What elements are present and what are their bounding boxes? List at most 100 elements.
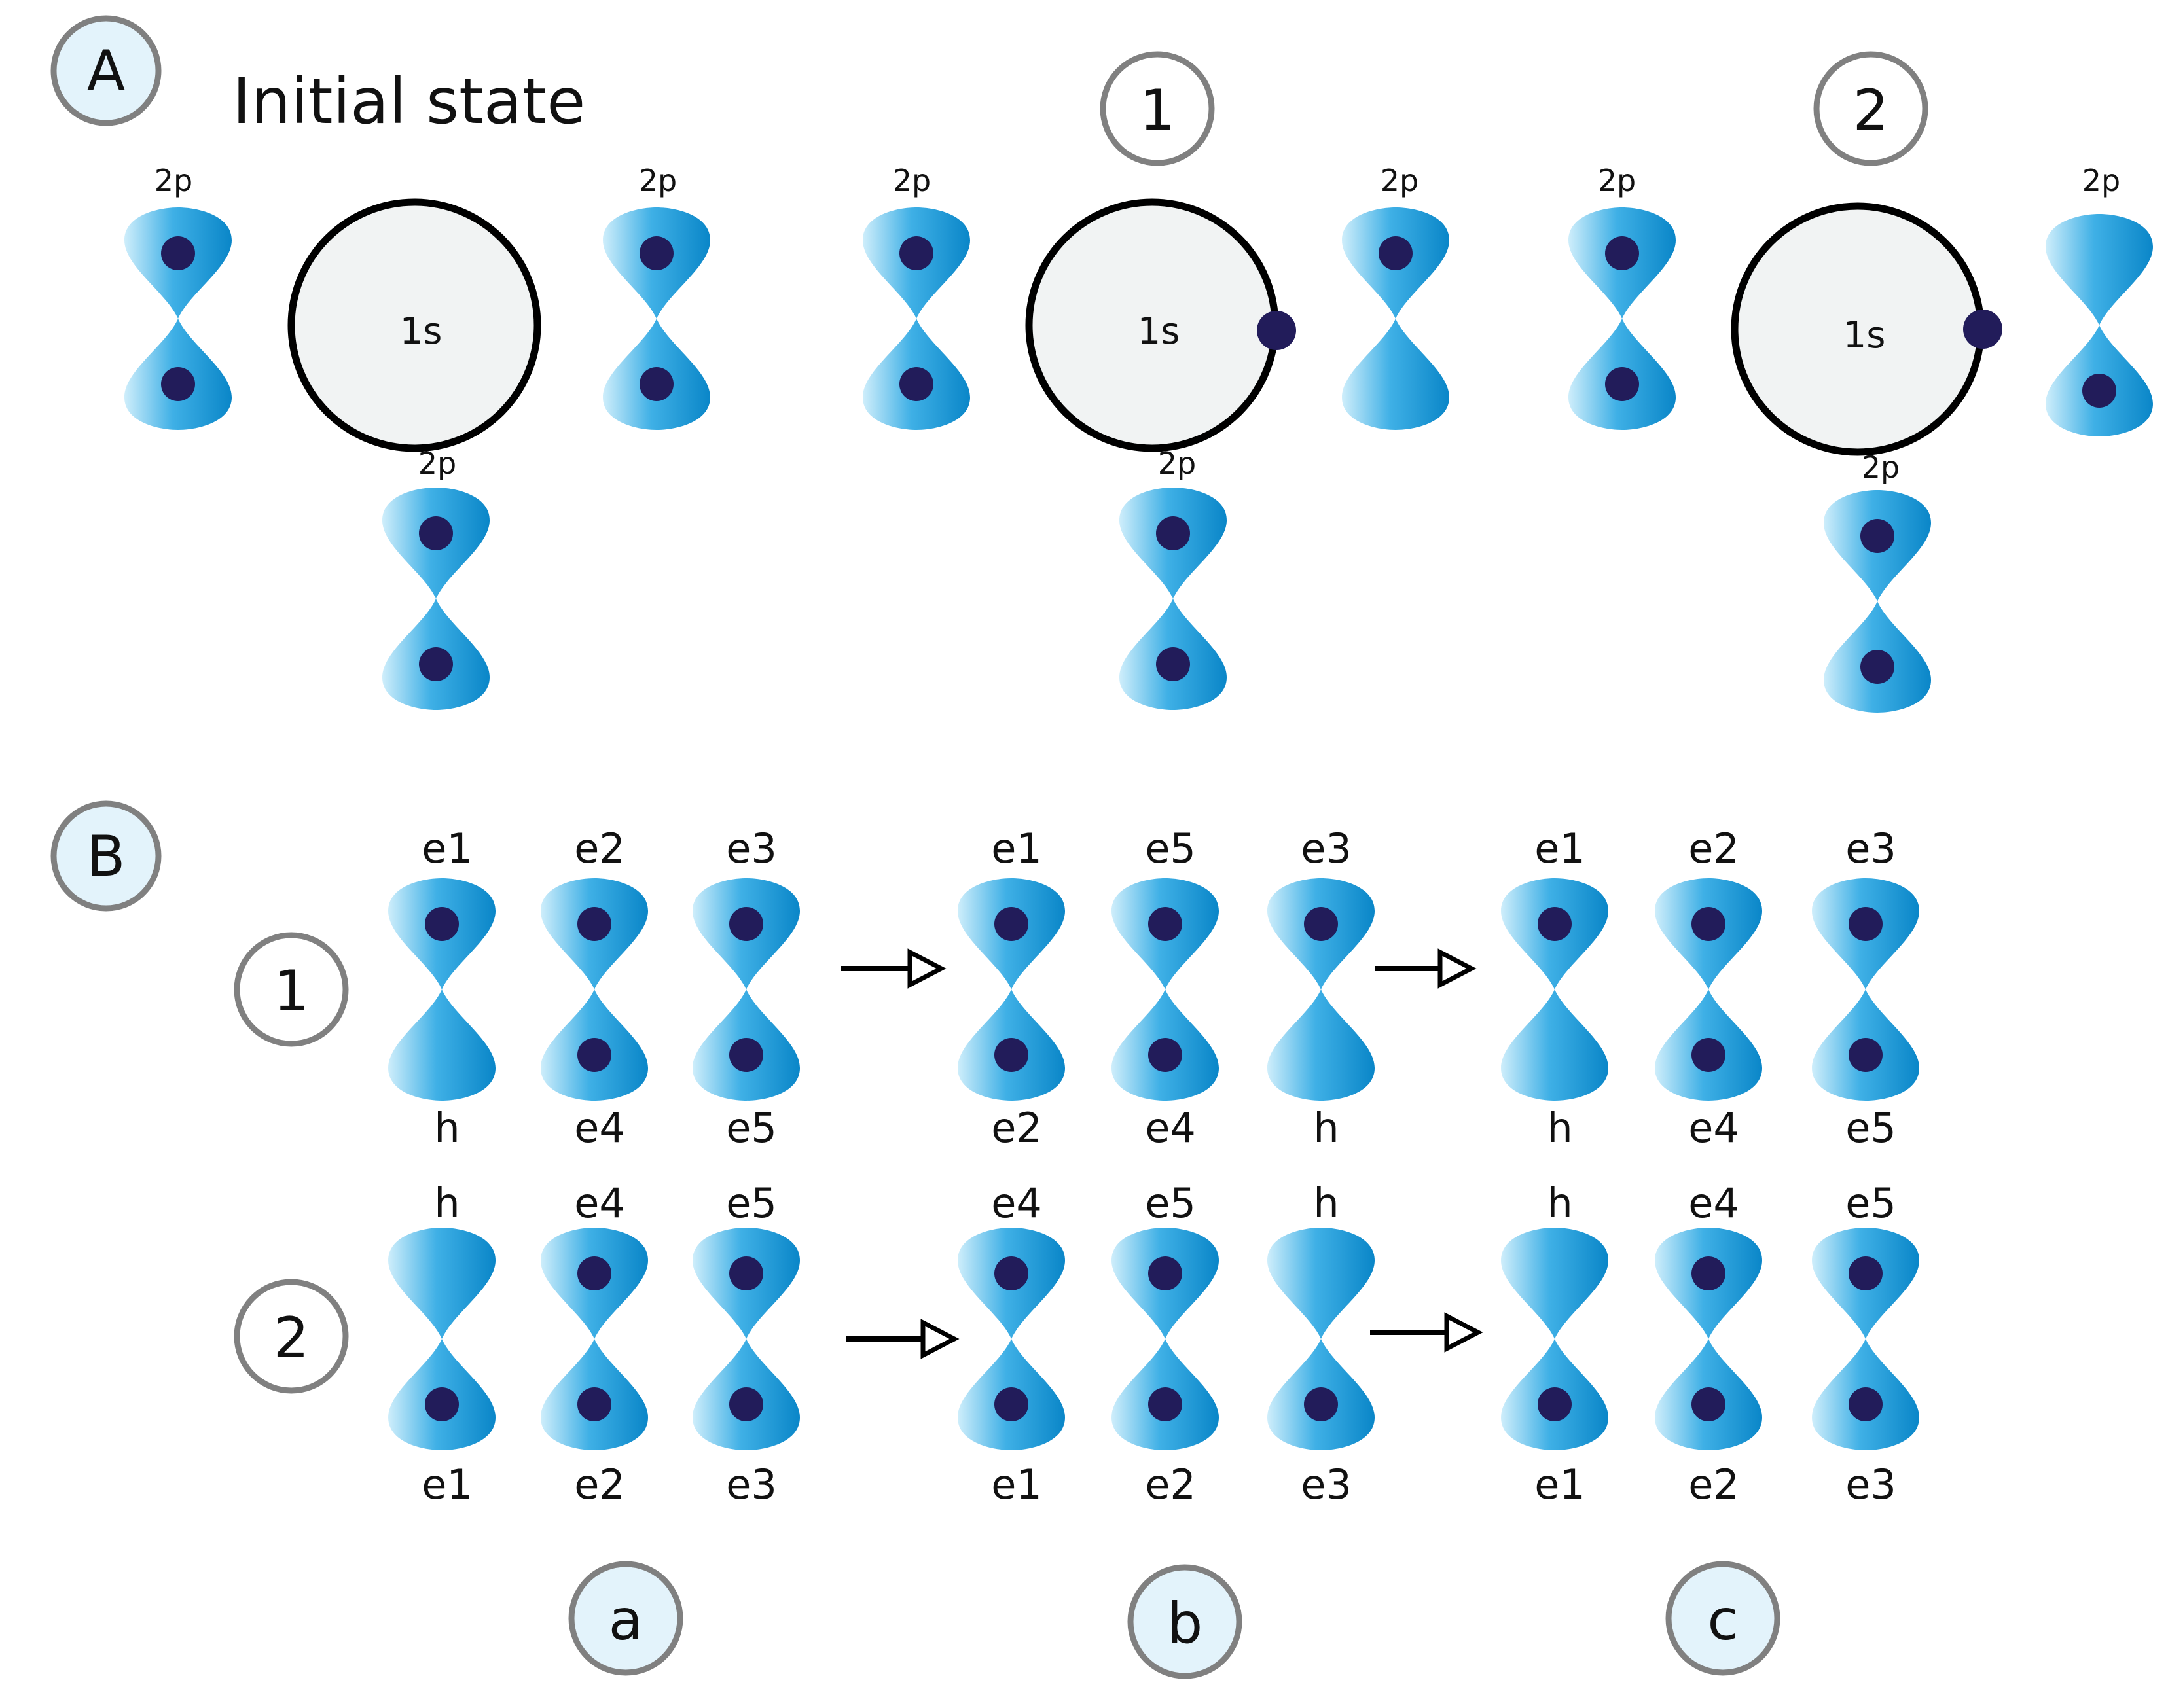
group-2-badge-label: 2 <box>1853 78 1889 143</box>
electron-dot <box>1156 647 1190 681</box>
electron-dot <box>1538 1387 1572 1421</box>
row-1-badge: 1 <box>234 932 349 1047</box>
electron-dot <box>425 907 459 941</box>
panel-a-badge: A <box>50 15 162 126</box>
p-orbital <box>2046 214 2153 436</box>
p-orbital: e2 e4 <box>541 825 648 1152</box>
orbital-top-label: e2 <box>574 825 625 872</box>
orbital-top-lobe <box>1501 1228 1608 1339</box>
p-orbital: e1h <box>388 825 496 1152</box>
orbital-top-label: e4 <box>574 1179 625 1227</box>
orbital-bottom-label: e3 <box>1845 1461 1896 1508</box>
electron-dot <box>161 236 195 270</box>
orbital-bottom-label: e2 <box>991 1104 1042 1152</box>
orbital-top-label: e5 <box>1145 1179 1196 1227</box>
orbital-top-label: e4 <box>991 1179 1042 1227</box>
p-orbital: e1h <box>1501 825 1608 1152</box>
p-orbital-label: 2p <box>1862 450 1900 485</box>
p-orbital: e3 h <box>1267 825 1375 1152</box>
orbital-top-label: e5 <box>1145 825 1196 872</box>
electron-dot <box>577 1256 611 1290</box>
electron-dot <box>1605 236 1639 270</box>
electron-dot <box>1538 907 1572 941</box>
electron-dot <box>899 236 933 270</box>
p-orbital: e5 e4 <box>1111 825 1219 1152</box>
orbital-top-label: e5 <box>1845 1179 1896 1227</box>
orbital-bottom-label: e2 <box>1145 1461 1196 1508</box>
electron-dot <box>1691 1387 1725 1421</box>
orbital-bottom-label: h <box>434 1104 460 1152</box>
group-2-badge: 2 <box>1813 51 1928 166</box>
electron-dot <box>577 1038 611 1072</box>
s-orbital-electron <box>1257 311 1296 350</box>
panel-b-orbital-grid: e1he2e4e3e5e1e2e5e4e3he1he2e4e3e5he1e4e2… <box>388 825 1919 1508</box>
orbital-top-label: h <box>434 1179 460 1227</box>
orbital-top-label: e2 <box>1688 825 1739 872</box>
s-orbital-label: 1s <box>1843 314 1886 357</box>
stage-b-badge: b <box>1127 1564 1242 1679</box>
p-orbital <box>1568 207 1676 430</box>
electron-dot <box>1849 1387 1883 1421</box>
electron-dot <box>1148 907 1182 941</box>
orbital-top-label: h <box>1313 1179 1339 1227</box>
electron-dot <box>994 907 1028 941</box>
electron-dot <box>994 1038 1028 1072</box>
p-orbital-label: 2p <box>2082 163 2120 198</box>
p-orbital-label: 2p <box>418 446 456 481</box>
p-orbital <box>1342 207 1449 430</box>
electron-dot <box>994 1387 1028 1421</box>
electron-dot <box>640 236 674 270</box>
electron-dot <box>1860 519 1894 553</box>
orbital-top-label: e4 <box>1688 1179 1739 1227</box>
orbital-top-label: e1 <box>991 825 1042 872</box>
electron-dot <box>899 367 933 401</box>
group-1: 2p 1s 2p 2p <box>863 163 1449 710</box>
orbital-bottom-lobe <box>1501 989 1608 1101</box>
transition-arrow <box>841 948 947 989</box>
orbital-bottom-label: e4 <box>1688 1104 1739 1152</box>
orbital-bottom-label: e2 <box>574 1461 625 1508</box>
p-orbital: e1 e2 <box>958 825 1065 1152</box>
orbital-top-lobe <box>2046 214 2153 325</box>
row-2-badge-label: 2 <box>274 1306 310 1371</box>
electron-dot <box>577 907 611 941</box>
electron-dot <box>419 647 453 681</box>
stage-c-badge: c <box>1665 1561 1780 1676</box>
electron-dot <box>1605 367 1639 401</box>
group-2: 2p 1s 2p 2p <box>1568 163 2153 713</box>
orbital-bottom-label: h <box>1313 1104 1339 1152</box>
orbital-bottom-label: e3 <box>726 1461 777 1508</box>
orbital-top-label: e1 <box>1534 825 1585 872</box>
initial-state-title: Initial state <box>232 65 585 138</box>
s-orbital <box>287 198 541 452</box>
orbital-bottom-label: e2 <box>1688 1461 1739 1508</box>
transition-arrow <box>1370 1312 1483 1353</box>
p-orbital: he1 <box>1501 1179 1608 1508</box>
electron-dot <box>729 1387 763 1421</box>
electron-dot <box>2082 374 2116 408</box>
stage-a-badge-label: a <box>609 1588 643 1653</box>
p-orbital-label: 2p <box>154 163 192 198</box>
orbital-bottom-label: e3 <box>1301 1461 1352 1508</box>
orbital-top-label: e3 <box>1301 825 1352 872</box>
electron-dot <box>640 367 674 401</box>
electron-dot <box>1849 1038 1883 1072</box>
panel-b-badge-label: B <box>87 824 126 889</box>
p-orbital-label: 2p <box>1158 446 1196 481</box>
stage-c-badge-label: c <box>1707 1588 1738 1653</box>
p-orbital: e5 e3 <box>1812 1179 1919 1508</box>
electron-dot <box>729 1038 763 1072</box>
p-orbital: e4 e2 <box>541 1179 648 1508</box>
electron-dot <box>1691 907 1725 941</box>
orbital-bottom-label: e1 <box>1534 1461 1585 1508</box>
orbital-bottom-label: e4 <box>1145 1104 1196 1152</box>
electron-dot <box>1148 1387 1182 1421</box>
orbital-bottom-label: e4 <box>574 1104 625 1152</box>
orbital-bottom-lobe <box>388 989 496 1101</box>
electron-dot <box>1860 650 1894 684</box>
orbital-bottom-label: e5 <box>726 1104 777 1152</box>
